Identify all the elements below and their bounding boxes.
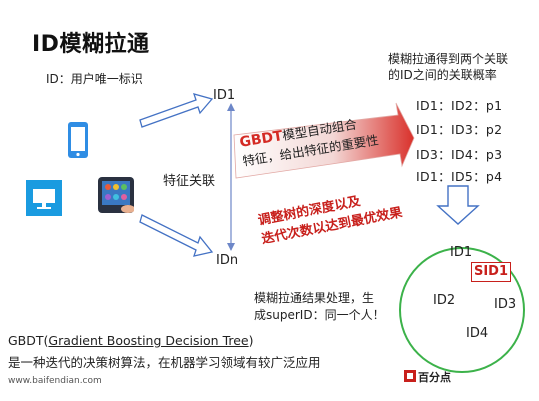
pair-row: ID1：ID5：p4 <box>416 169 503 184</box>
gbdt-def-prefix: GBDT( <box>8 333 49 348</box>
circle-id3: ID3 <box>494 297 517 312</box>
id-definition-label: ID：用户唯一标识 <box>46 72 143 86</box>
circle-id2: ID2 <box>433 293 456 308</box>
feature-link-head-top <box>227 103 235 111</box>
result-line1: 模糊拉通结果处理，生 <box>254 291 375 305</box>
logo: 百分点 <box>404 369 451 385</box>
pair-row: ID1：ID3：p2 <box>416 122 503 137</box>
superid-badge: SID1 <box>471 262 511 282</box>
gbdt-definition-line1: GBDT(Gradient Boosting Decision Tree) <box>8 333 254 348</box>
circle-id1: ID1 <box>450 245 473 260</box>
down-arrow <box>436 185 480 225</box>
page-title: ID模糊拉通 <box>32 32 150 57</box>
node-idn: IDn <box>216 253 239 268</box>
gbdt-full-name: Gradient Boosting Decision Tree <box>48 333 249 348</box>
gbdt-definition-line2: 是一种迭代的决策树算法，在机器学习领域有较广泛应用 <box>8 355 321 370</box>
pair-row: ID1：ID2：p1 <box>416 98 503 113</box>
feature-link-head-bottom <box>227 243 235 251</box>
pair-row: ID3：ID4：p3 <box>416 147 503 162</box>
tablet-icon <box>98 177 134 213</box>
arrow-to-id1 <box>139 93 214 128</box>
website-url: www.baifendian.com <box>8 376 102 386</box>
circle-id4: ID4 <box>466 326 489 341</box>
result-line2: 成superID：同一个人！ <box>254 308 385 322</box>
relation-header-line2: 的ID之间的关联概率 <box>388 68 497 82</box>
phone-icon <box>68 122 88 158</box>
monitor-icon <box>26 180 62 216</box>
logo-mark <box>404 370 416 382</box>
relation-header-line1: 模糊拉通得到两个关联 <box>388 52 509 66</box>
gbdt-def-suffix: ) <box>248 333 254 348</box>
arrow-to-idn <box>139 214 214 257</box>
feature-association-label: 特征关联 <box>163 174 216 189</box>
node-id1: ID1 <box>213 88 236 103</box>
logo-text: 百分点 <box>418 371 451 384</box>
gbdt-banner-arrow <box>233 102 415 179</box>
